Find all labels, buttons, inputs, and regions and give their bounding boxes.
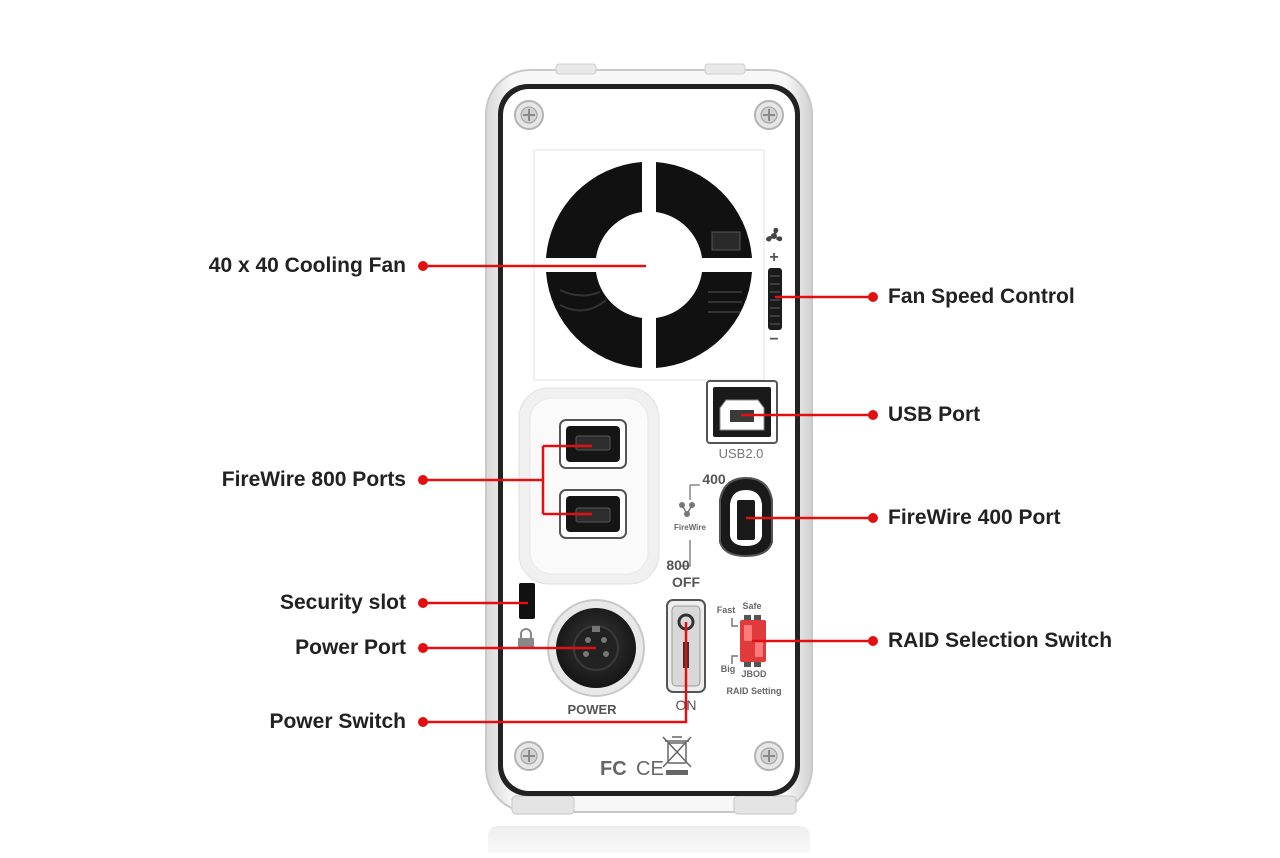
firewire800-port-bottom [559,489,627,539]
fan-speed-control: + − [766,227,783,348]
screw-icon [754,741,784,771]
raid-fast-label: Fast [717,605,736,615]
firewire800-port-top [559,419,627,469]
leader-firewire800 [418,444,592,516]
raid-setting-label: RAID Setting [727,686,782,696]
weee-bin-icon [662,736,692,775]
lock-icon [518,628,534,648]
leader-cooling-fan [418,261,646,271]
callout-power-switch: Power Switch [269,710,406,733]
fan-blade-top-left [546,162,642,258]
callout-raid-selection-switch: RAID Selection Switch [888,629,1113,652]
fcc-mark: FC [600,758,627,780]
raid-safe-label: Safe [742,601,761,611]
fan-minus-label: − [769,331,778,348]
callout-security-slot: Security slot [279,591,406,614]
usb-label: USB2.0 [719,446,764,461]
ce-mark: CE [636,758,664,780]
fw-off-label: OFF [672,574,700,590]
callout-firewire800-ports: FireWire 800 Ports [221,468,406,491]
callout-power-port: Power Port [295,636,406,659]
fan-plus-label: + [769,249,778,266]
screw-icon [514,741,544,771]
fan-icon [766,227,783,242]
callout-fan-speed-control: Fan Speed Control [888,285,1075,308]
leader-usb-port [741,410,878,420]
callout-cooling-fan: 40 x 40 Cooling Fan [208,254,406,277]
security-slot [518,583,535,648]
screw-icon [754,100,784,130]
fan-blade-bottom-left [546,272,642,368]
fw-800-label: 800 [666,557,690,573]
leader-fan-speed [775,292,878,302]
leader-security-slot [418,598,528,608]
callout-usb-port: USB Port [888,403,981,426]
fan-speed-wheel [768,268,782,330]
leader-power-switch [418,622,688,727]
fan-blade-bottom-right [656,272,752,368]
firewire-mode-labels: 400 FireWire 800 OFF [666,471,726,590]
callout-leaders [418,261,878,727]
fw-400-label: 400 [702,471,726,487]
leader-raid-switch [752,636,878,646]
cooling-fan [533,149,765,381]
device-reflection [488,826,810,858]
fw-logo-label: FireWire [674,523,706,532]
power-port-label: POWER [567,702,617,717]
callout-firewire400-port: FireWire 400 Port [888,506,1061,529]
panel-screws [514,100,784,771]
firewire800-bay [518,387,660,585]
leader-power-port [418,643,596,653]
raid-big-label: Big [721,664,736,674]
firewire-logo-icon [679,502,695,517]
screw-icon [514,100,544,130]
leader-firewire400 [746,513,878,523]
raid-jbod-label: JBOD [741,669,767,679]
usb-port: USB2.0 [706,380,778,461]
certification-marks: FC CE [600,736,692,780]
